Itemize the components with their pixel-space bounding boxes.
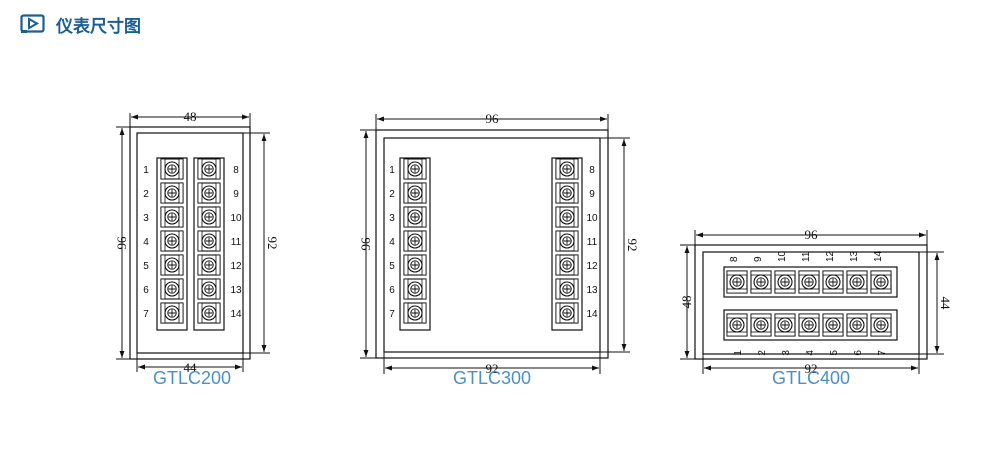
terminal-number: 5 <box>829 350 840 356</box>
inner-height-label: 92 <box>625 239 640 252</box>
terminal-numbers-right: 8 9 10 11 12 13 14 <box>586 165 598 320</box>
terminal-number: 3 <box>389 213 395 224</box>
terminal-number: 11 <box>587 237 598 248</box>
terminal-number: 1 <box>389 165 395 176</box>
terminal-number: 13 <box>849 250 860 262</box>
terminal-number: 4 <box>389 237 395 248</box>
terminal-number: 3 <box>143 213 149 224</box>
terminal-numbers-left: 1 2 3 4 5 6 7 <box>389 165 395 320</box>
height-label: 96 <box>114 236 129 250</box>
section-title: 仪表尺寸图 <box>56 16 141 37</box>
terminal-number: 7 <box>877 350 888 356</box>
terminal-number: 2 <box>757 350 768 356</box>
model-caption: GTLC300 <box>453 368 531 388</box>
terminal-number: 2 <box>389 189 395 200</box>
inner-width-label: 92 <box>805 361 818 376</box>
outer-frame <box>375 129 609 359</box>
inner-height-label: 92 <box>265 237 280 250</box>
terminal-block-top <box>723 266 898 298</box>
terminal-number: 7 <box>143 309 149 320</box>
terminal-block-left <box>399 157 431 331</box>
terminal-number: 8 <box>233 165 239 176</box>
terminal-number: 6 <box>143 285 149 296</box>
inner-frame <box>702 251 920 355</box>
terminal-block-right <box>551 157 583 331</box>
model-gtlc300: 96 96 92 92 1 2 3 4 5 <box>358 111 640 388</box>
terminal-number: 11 <box>231 237 242 248</box>
terminal-number: 5 <box>143 261 149 272</box>
model-gtlc200: 48 96 92 44 1 2 3 4 5 <box>114 109 280 388</box>
terminal-number: 5 <box>389 261 395 272</box>
terminal-number: 10 <box>230 213 242 224</box>
terminal-number: 10 <box>777 250 788 262</box>
inner-frame <box>136 132 244 354</box>
terminal-number: 8 <box>729 256 740 262</box>
section-header: 仪表尺寸图 <box>20 10 141 38</box>
terminal-number: 14 <box>230 309 242 320</box>
terminal-number: 6 <box>389 285 395 296</box>
inner-frame <box>383 137 601 353</box>
height-label: 96 <box>358 237 373 251</box>
terminal-number: 1 <box>733 350 744 356</box>
terminal-number: 8 <box>589 165 595 176</box>
inner-width-label: 92 <box>486 361 499 376</box>
terminal-number: 4 <box>805 350 816 356</box>
play-screen-icon <box>20 14 45 33</box>
terminal-number: 1 <box>143 165 149 176</box>
terminal-number: 12 <box>825 250 836 262</box>
terminal-number: 12 <box>230 261 242 272</box>
terminal-number: 2 <box>143 189 149 200</box>
terminal-block-bottom <box>723 309 898 341</box>
terminal-block-left <box>156 157 188 331</box>
model-caption: GTLC200 <box>153 368 231 388</box>
terminal-number: 9 <box>589 189 595 200</box>
terminal-number: 10 <box>586 213 598 224</box>
terminal-number: 7 <box>389 309 395 320</box>
terminal-numbers-bottom: 1 2 3 4 5 6 7 <box>733 350 888 356</box>
terminal-number: 9 <box>233 189 239 200</box>
terminal-numbers-left: 1 2 3 4 5 6 7 <box>143 165 149 320</box>
terminal-block-right <box>193 157 225 331</box>
width-label: 48 <box>184 109 197 124</box>
terminal-number: 12 <box>586 261 598 272</box>
terminal-number: 4 <box>143 237 149 248</box>
width-label: 96 <box>486 111 500 126</box>
model-gtlc400: 96 48 44 92 8 9 10 11 12 <box>679 227 953 388</box>
terminal-number: 6 <box>853 350 864 356</box>
inner-width-label: 44 <box>184 360 198 375</box>
terminal-numbers-right: 8 9 10 11 12 13 14 <box>230 165 242 320</box>
terminal-number: 14 <box>873 250 884 262</box>
height-label: 48 <box>679 296 694 309</box>
width-label: 96 <box>805 227 819 242</box>
terminal-number: 13 <box>586 285 598 296</box>
terminal-number: 13 <box>230 285 242 296</box>
inner-height-label: 44 <box>938 297 953 311</box>
terminal-number: 11 <box>801 251 812 262</box>
terminal-number: 14 <box>586 309 598 320</box>
outer-frame <box>694 244 928 360</box>
terminal-number: 9 <box>753 256 764 262</box>
model-caption: GTLC400 <box>772 368 850 388</box>
outer-frame <box>129 126 251 360</box>
terminal-number: 3 <box>781 350 792 356</box>
terminal-numbers-top: 8 9 10 11 12 13 14 <box>729 250 884 262</box>
